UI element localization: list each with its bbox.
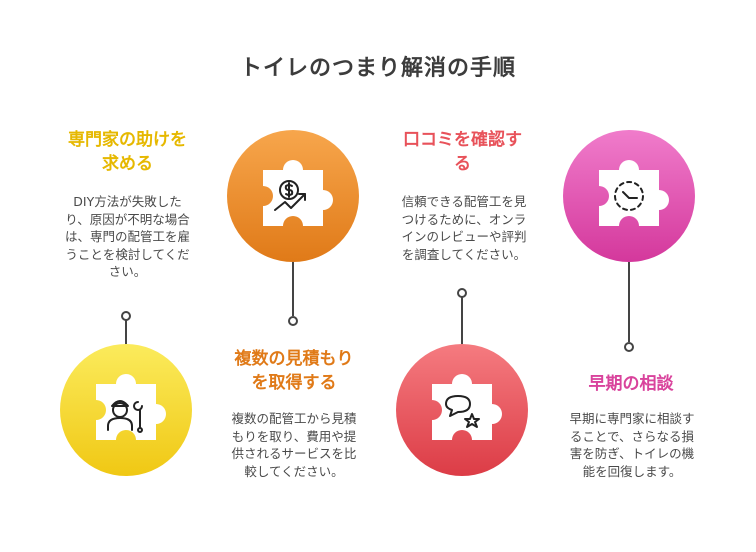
step-1-heading: 専門家の助けを 求める [68, 130, 187, 174]
step-3-description: 信頼できる配管工を見 つけるために、オンラ インのレビューや評判 を調査してくだ… [401, 194, 527, 262]
connector-dot [288, 316, 298, 326]
step-2-heading: 複数の見積もり を取得する [234, 349, 354, 393]
connector-dot [624, 342, 634, 352]
step-1-puzzle-circle [60, 344, 192, 476]
connector-line [628, 262, 630, 342]
puzzle-piece-icon [263, 160, 333, 226]
connector-line [292, 262, 294, 316]
speech-bubble-star-icon [445, 395, 480, 428]
plumber-wrench-icon [107, 400, 143, 433]
puzzle-piece-icon [599, 160, 669, 226]
puzzle-piece-icon [96, 374, 166, 440]
dollar-growth-icon [274, 180, 306, 211]
puzzle-piece-icon [432, 374, 502, 440]
clock-dashed-icon [614, 181, 644, 211]
connector-line [461, 296, 463, 348]
step-3-heading: 口コミを確認す る [403, 130, 522, 174]
step-4-description: 早期に専門家に相談す ることで、さらなる損 害を防ぎ、トイレの機 能を回復します… [569, 411, 695, 479]
step-1-description: DIY方法が失敗した り、原因が不明な場合 は、専門の配管工を雇 うことを検討し… [64, 194, 190, 279]
step-3-puzzle-circle [396, 344, 528, 476]
step-4-heading: 早期の相談 [588, 374, 674, 394]
step-2-puzzle-circle [227, 130, 359, 262]
page-title: トイレのつまり解消の手順 [239, 56, 516, 81]
step-2-description: 複数の配管工から見積 もりを取り、費用や提 供されるサービスを比 較してください… [231, 411, 357, 479]
connector-line [125, 319, 127, 349]
step-4-puzzle-circle [563, 130, 695, 262]
